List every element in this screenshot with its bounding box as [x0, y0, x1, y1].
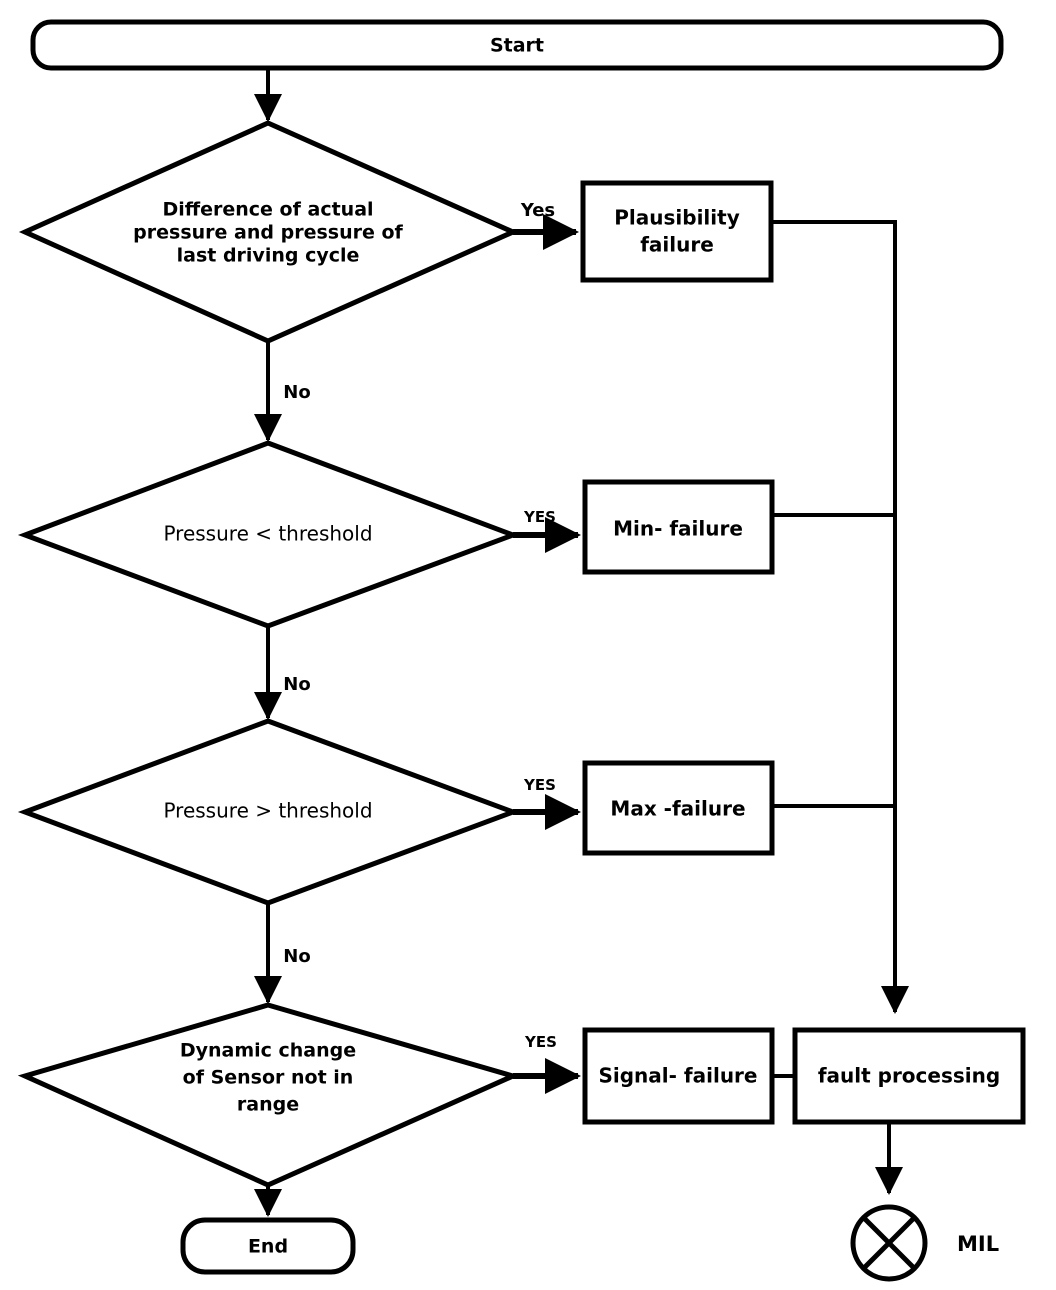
node-min-failure[interactable]: Min- failure	[582, 479, 775, 575]
node-max-failure-label: Max -failure	[610, 797, 745, 821]
node-decision-4-line-1: Dynamic change	[180, 1040, 356, 1062]
edge-label-yes-2: YES	[523, 508, 556, 526]
edge-decision-3-yes: YES	[513, 776, 581, 830]
node-decision-1-line-3: last driving cycle	[177, 245, 360, 267]
node-signal-failure-label: Signal- failure	[598, 1064, 757, 1088]
node-decision-4-line-3: range	[237, 1094, 299, 1116]
mil-icon[interactable]	[850, 1204, 928, 1282]
node-fault-processing-label: fault processing	[818, 1064, 1000, 1088]
node-decision-1-line-1: Difference of actual	[162, 199, 373, 221]
node-plausibility-failure[interactable]: Plausibility failure	[580, 180, 774, 283]
node-start-label: Start	[490, 35, 544, 57]
edge-label-no-3: No	[283, 946, 310, 967]
edge-decision-1-yes: Yes	[513, 200, 579, 250]
edge-decision-2-yes: YES	[513, 508, 581, 553]
node-decision-4[interactable]: Dynamic change of Sensor not in range	[17, 1002, 521, 1188]
edge-label-no-2: No	[283, 674, 310, 695]
edge-decision-1-no: No	[254, 341, 311, 442]
edge-decision-2-no: No	[254, 626, 311, 720]
node-start[interactable]: Start	[30, 19, 1004, 71]
node-fault-processing[interactable]: fault processing	[792, 1027, 1026, 1125]
node-end[interactable]: End	[180, 1217, 356, 1275]
edge-plausibility-to-bus	[771, 220, 909, 1014]
edge-label-yes-4: YES	[524, 1033, 557, 1051]
node-decision-2[interactable]: Pressure < threshold	[17, 440, 521, 629]
edge-label-no-1: No	[283, 382, 310, 403]
node-plausibility-failure-line-2: failure	[640, 233, 714, 257]
node-plausibility-failure-line-1: Plausibility	[614, 206, 740, 230]
node-decision-2-label: Pressure < threshold	[163, 522, 372, 546]
mil-label: MIL	[957, 1232, 999, 1256]
edge-label-yes-1: Yes	[520, 200, 555, 221]
edge-decision-4-yes: YES	[513, 1033, 581, 1094]
node-decision-3-label: Pressure > threshold	[163, 799, 372, 823]
node-signal-failure[interactable]: Signal- failure	[582, 1027, 775, 1125]
node-end-label: End	[248, 1236, 288, 1258]
node-decision-1[interactable]: Difference of actual pressure and pressu…	[18, 120, 520, 344]
node-decision-3[interactable]: Pressure > threshold	[17, 718, 521, 906]
edge-label-yes-3: YES	[523, 776, 556, 794]
node-decision-1-line-2: pressure and pressure of	[133, 222, 403, 244]
node-min-failure-label: Min- failure	[613, 517, 743, 541]
node-decision-4-line-2: of Sensor not in	[183, 1067, 354, 1089]
node-max-failure[interactable]: Max -failure	[582, 760, 775, 856]
edge-decision-3-no: No	[254, 903, 311, 1004]
